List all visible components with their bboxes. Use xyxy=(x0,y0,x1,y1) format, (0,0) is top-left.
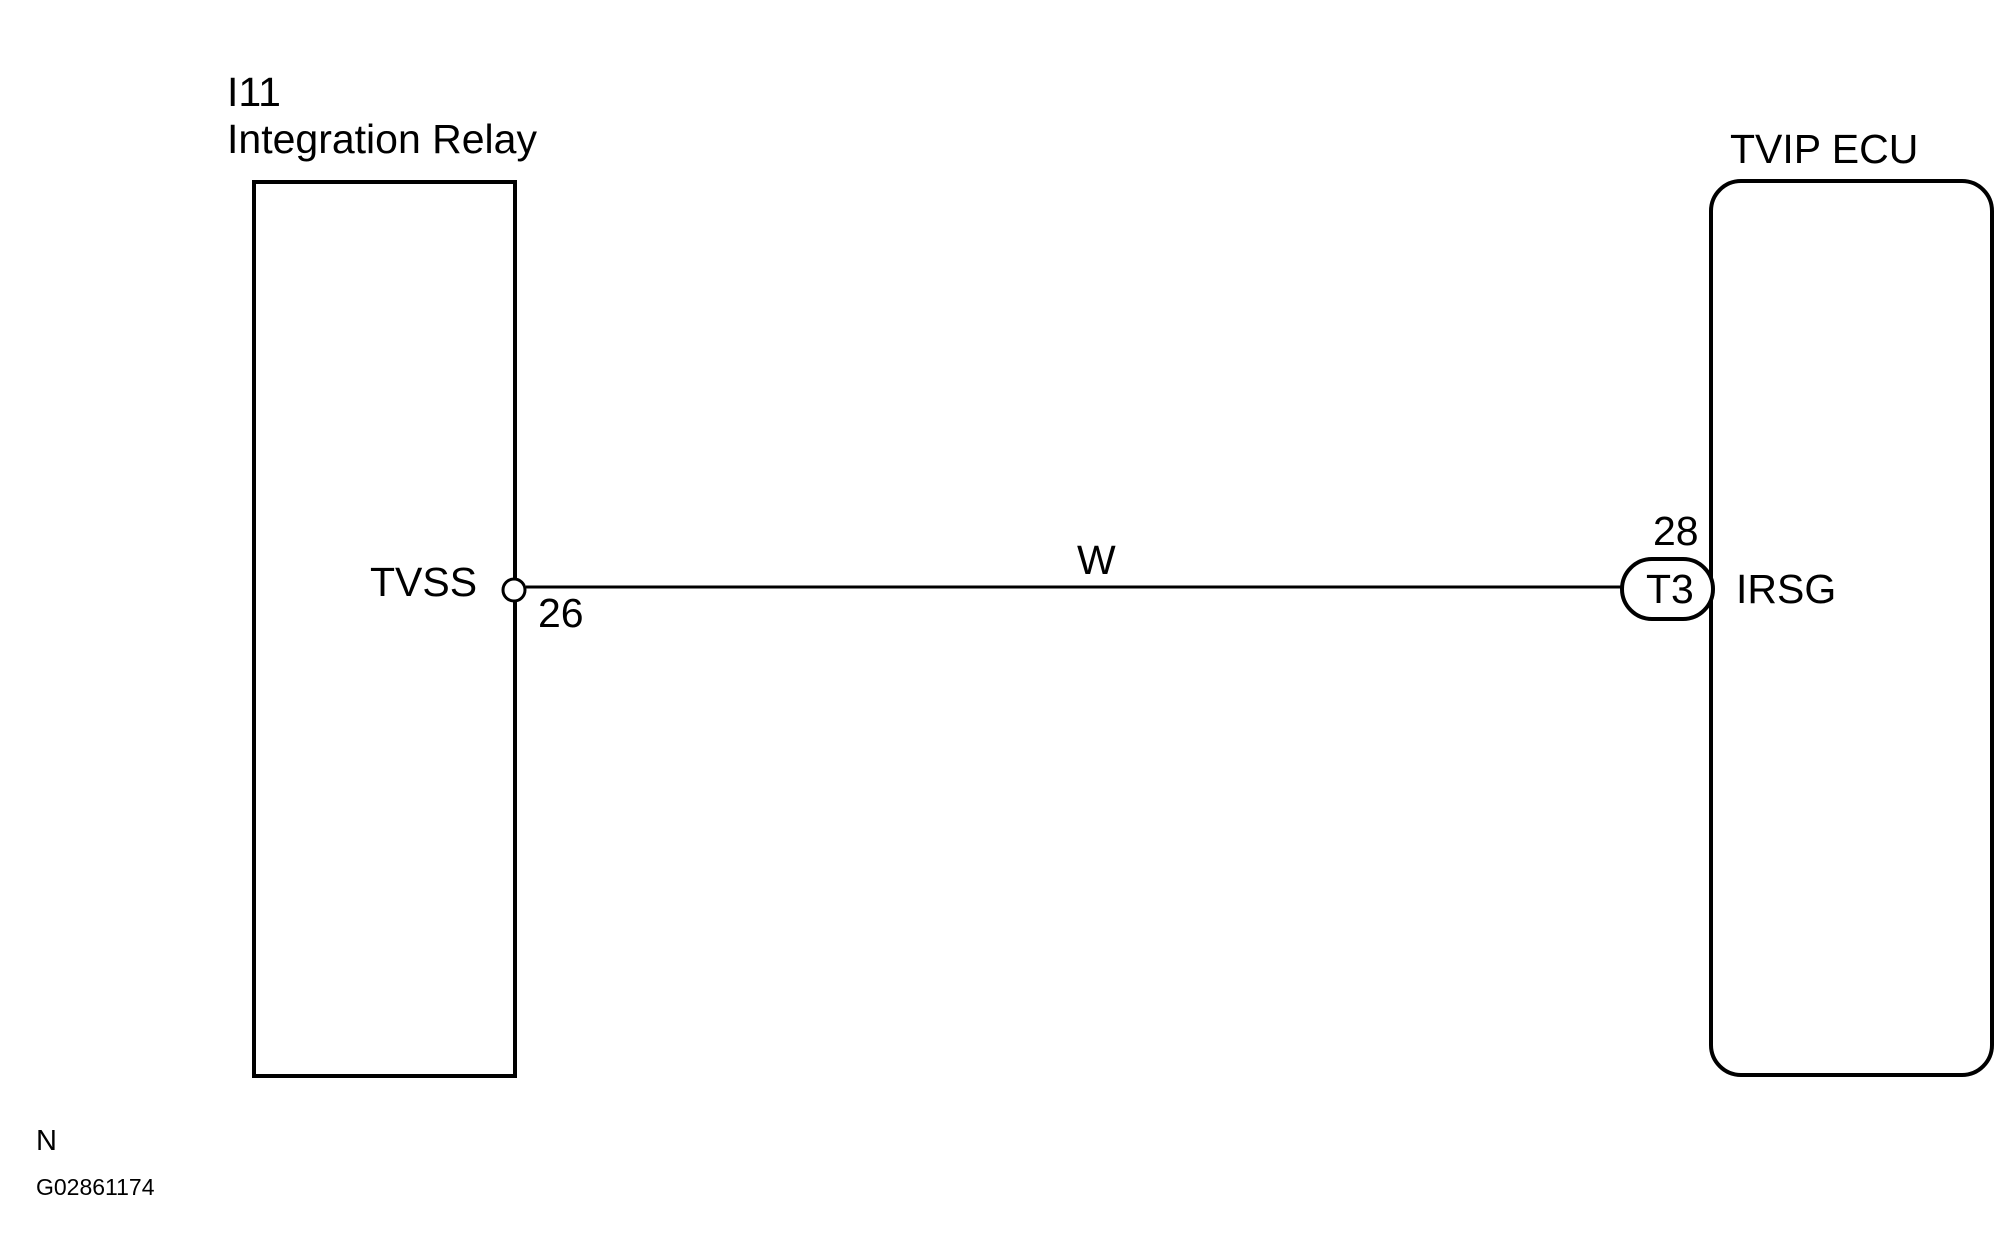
wire-color-label: W xyxy=(1077,537,1116,583)
integration-relay-box xyxy=(252,180,517,1078)
relay-name-label: Integration Relay xyxy=(227,116,537,162)
irsg-terminal-label: IRSG xyxy=(1736,566,1836,612)
figure-id-label: G02861174 xyxy=(36,1174,155,1200)
connector-t3-label: T3 xyxy=(1646,566,1694,612)
connector-t3-shape xyxy=(1620,557,1715,621)
tvss-terminal-label: TVSS xyxy=(370,559,477,605)
system-code-label: N xyxy=(36,1125,57,1157)
relay-terminal-dot xyxy=(501,577,527,603)
relay-code-label: I11 xyxy=(227,69,281,115)
ecu-name-label: TVIP ECU xyxy=(1730,126,1918,172)
tvip-ecu-box xyxy=(1709,179,1994,1077)
ecu-pin-number: 28 xyxy=(1653,508,1699,554)
relay-pin-number: 26 xyxy=(538,590,584,636)
